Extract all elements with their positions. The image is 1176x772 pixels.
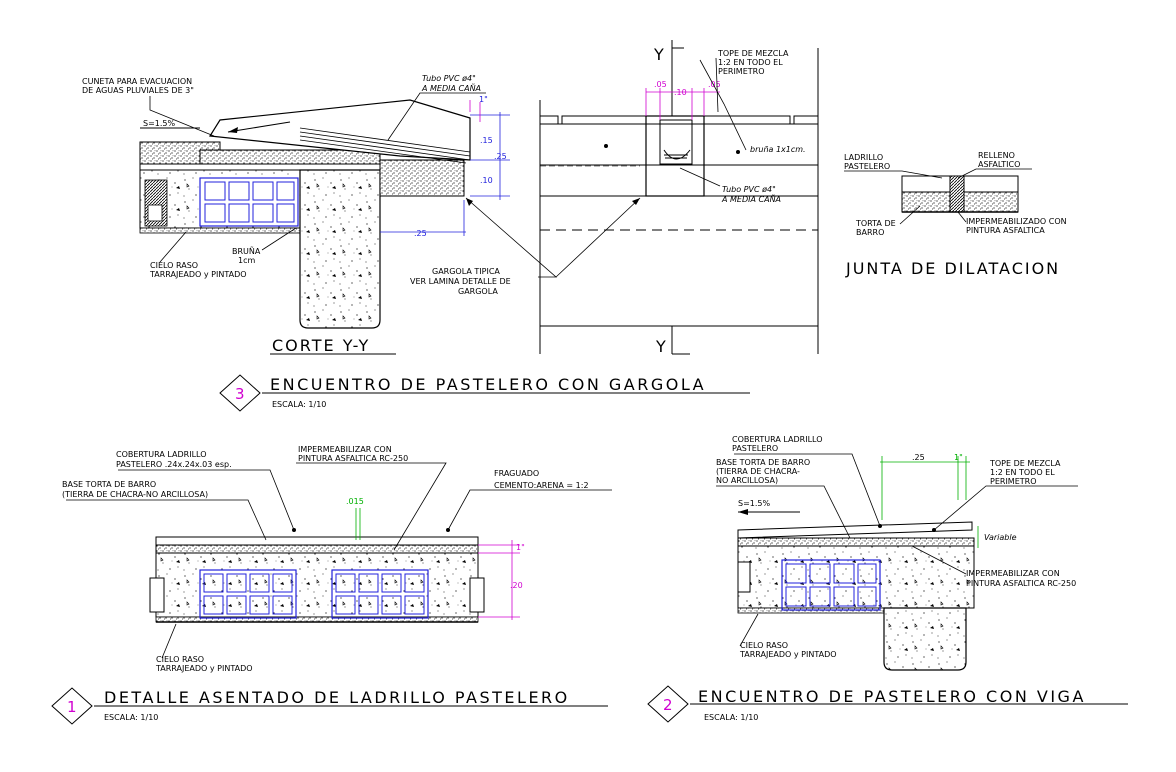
d2-slope: S=1.5% (738, 499, 771, 508)
d2-imper-1: IMPERMEABILIZAR CON (966, 569, 1060, 578)
d2-dim-25: .25 (912, 453, 925, 462)
dim-015: .15 (480, 136, 493, 145)
top-dim-2: .10 (674, 88, 687, 97)
d2-tope-3: PERIMETRO (990, 477, 1037, 486)
junta-ladrillo-1: LADRILLO (844, 153, 883, 162)
detail-1: 1" .20 .015 COBERTURA LADRILLO PASTELERO… (62, 445, 612, 673)
tope-label-3: PERIMETRO (718, 67, 765, 76)
detail-3-title-block: 3 ENCUENTRO DE PASTELERO CON GARGOLA ESC… (219, 374, 750, 412)
cuneta-label-1: CUNETA PARA EVACUACION (82, 77, 192, 86)
gargola-label-2: VER LAMINA DETALLE DE (410, 277, 511, 286)
junta-relleno-2: ASFALTICO (978, 160, 1020, 169)
detail-2: S=1.5% .25 1" COBERTURA LADRILLO PASTELE… (716, 435, 1078, 671)
top-dim-3: .05 (708, 80, 721, 89)
d2-tope-2: 1:2 EN TODO EL (990, 468, 1055, 477)
d1-imper-1: IMPERMEABILIZAR CON (298, 445, 392, 454)
detail-3-number: 3 (235, 385, 245, 403)
detail-1-scale: ESCALA: 1/10 (104, 713, 158, 722)
detail-3-plan: Y Y .05 .10 .05 TOPE DE MEZCLA 1:2 EN TO… (539, 40, 819, 356)
d1-imper-2: PINTURA ASFALTICA RC-250 (298, 454, 408, 463)
detail-1-title-block: 1 DETALLE ASENTADO DE LADRILLO PASTELERO… (51, 687, 608, 725)
detail-2-title-block: 2 ENCUENTRO DE PASTELERO CON VIGA ESCALA… (647, 685, 1128, 723)
junta-torta-1: TORTA DE (855, 219, 896, 228)
dim-025: .25 (494, 152, 507, 161)
detail-1-number: 1 (67, 698, 77, 716)
d2-variable: Variable (984, 533, 1017, 542)
d1-cobertura-2: PASTELERO .24x.24x.03 esp. (116, 460, 232, 469)
cielo-label-2: TARRAJEADO y PINTADO (149, 270, 247, 279)
tubo2-label-1: Tubo PVC ø4" (722, 185, 776, 194)
tubo-label-1: Tubo PVC ø4" (422, 74, 476, 83)
d2-base-3: NO ARCILLOSA) (716, 476, 778, 485)
junta-dilatacion: LADRILLO PASTELERO RELLENO ASFALTICO TOR… (844, 151, 1067, 278)
dim-1in: 1" (479, 95, 488, 104)
tope-label-2: 1:2 EN TODO EL (718, 58, 783, 67)
d2-imper-2: PINTURA ASFALTICA RC-250 (966, 579, 1076, 588)
d1-cielo-1: CIELO RASO (156, 655, 204, 664)
junta-ladrillo-2: PASTELERO (844, 162, 890, 171)
dim-025b: .25 (414, 229, 427, 238)
detail-3-title: ENCUENTRO DE PASTELERO CON GARGOLA (270, 375, 706, 394)
d1-dim-20: .20 (510, 581, 523, 590)
corte-label: CORTE Y-Y (272, 336, 370, 355)
d1-base-1: BASE TORTA DE BARRO (62, 480, 156, 489)
gargola-label-1: GARGOLA TIPICA (432, 267, 500, 276)
cuneta-label-2: DE AGUAS PLUVIALES DE 3" (82, 86, 194, 95)
d2-cielo-2: TARRAJEADO y PINTADO (739, 650, 837, 659)
detail-2-scale: ESCALA: 1/10 (704, 713, 758, 722)
tubo2-label-2: A MEDIA CAÑA (721, 194, 781, 204)
detail-3-corte: .15 .25 .10 .25 1" CUNETA PARA EVACUACIO… (82, 74, 641, 355)
slope-label: S=1.5% (143, 119, 176, 128)
d2-dim-1in: 1" (954, 453, 963, 462)
bruna-label-2: 1cm (238, 256, 255, 265)
d1-fraguado-2: CEMENTO:ARENA = 1:2 (494, 481, 589, 490)
d2-tope-1: TOPE DE MEZCLA (989, 459, 1061, 468)
bruna2-label: bruña 1x1cm. (750, 145, 806, 154)
d2-cobertura-2: PASTELERO (732, 444, 778, 453)
d2-base-2: (TIERRA DE CHACRA- (716, 467, 800, 476)
d2-base-1: BASE TORTA DE BARRO (716, 458, 810, 467)
junta-imper-1: IMPERMEABILIZADO CON (966, 217, 1067, 226)
d2-cielo-1: CIELO RASO (740, 641, 788, 650)
junta-imper-2: PINTURA ASFALTICA (966, 226, 1045, 235)
bruna-label-1: BRUÑA (232, 246, 261, 256)
d1-dim-015: .015 (346, 497, 364, 506)
tubo-label-2: A MEDIA CAÑA (421, 83, 481, 93)
cielo-label-1: CIELO RASO (150, 261, 198, 270)
d1-cobertura-1: COBERTURA LADRILLO (116, 450, 207, 459)
d2-cobertura-1: COBERTURA LADRILLO (732, 435, 823, 444)
junta-title: JUNTA DE DILATACION (845, 259, 1060, 278)
d1-fraguado-1: FRAGUADO (494, 469, 539, 478)
detail-3-scale: ESCALA: 1/10 (272, 400, 326, 409)
junta-torta-2: BARRO (856, 228, 884, 237)
tope-label-1: TOPE DE MEZCLA (717, 49, 789, 58)
gargola-label-3: GARGOLA (458, 287, 498, 296)
detail-2-number: 2 (663, 696, 673, 714)
detail-1-title: DETALLE ASENTADO DE LADRILLO PASTELERO (104, 688, 570, 707)
d1-base-2: (TIERRA DE CHACRA-NO ARCILLOSA) (62, 490, 208, 499)
axis-y-top: Y (653, 45, 666, 64)
d1-dim-1in: 1" (516, 543, 525, 552)
junta-relleno-1: RELLENO (978, 151, 1015, 160)
dim-010: .10 (480, 176, 493, 185)
axis-y-bottom: Y (655, 337, 668, 356)
top-dim-1: .05 (654, 80, 667, 89)
hollow-brick (199, 177, 299, 227)
detail-2-title: ENCUENTRO DE PASTELERO CON VIGA (698, 687, 1086, 706)
d1-cielo-2: TARRAJEADO y PINTADO (155, 664, 253, 673)
